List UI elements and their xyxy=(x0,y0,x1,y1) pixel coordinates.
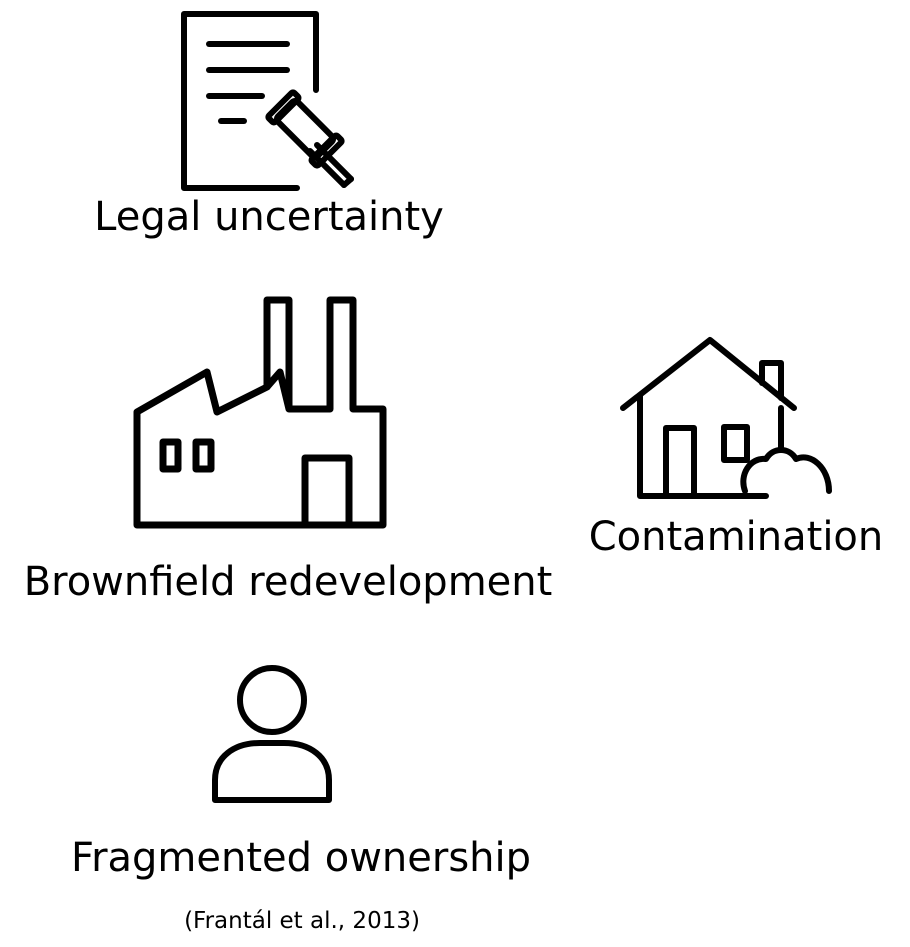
legal-uncertainty-label: Legal uncertainty xyxy=(94,194,444,240)
person-icon xyxy=(210,662,335,807)
contamination-label: Contamination xyxy=(588,514,884,560)
legal-document-gavel-icon xyxy=(165,8,370,198)
fragmented-ownership-label: Fragmented ownership xyxy=(70,835,532,881)
factory-icon xyxy=(130,292,392,532)
house-contamination-icon xyxy=(618,335,843,505)
brownfield-redevelopment-label: Brownfield redevelopment xyxy=(23,559,553,605)
citation-text: (Frantál et al., 2013) xyxy=(184,908,420,934)
